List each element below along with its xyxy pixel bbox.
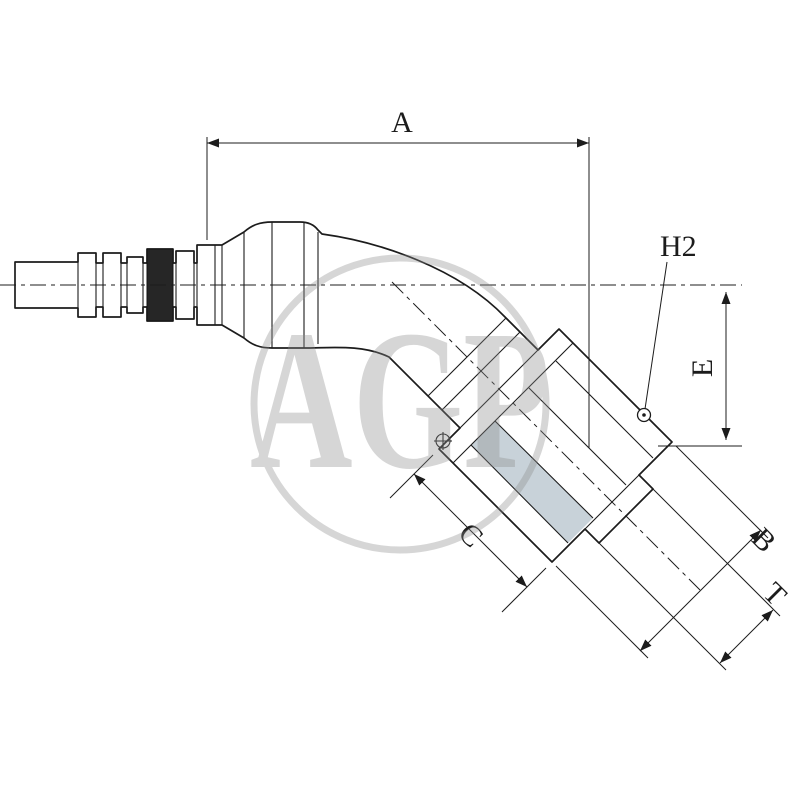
dim-b-extension-1 — [675, 445, 769, 539]
dim-c-line — [413, 473, 528, 588]
dim-t-label: T — [757, 576, 793, 612]
watermark-circle — [250, 254, 550, 554]
dimension-a: A — [206, 106, 590, 448]
h2-label: H2 — [660, 230, 697, 263]
dimension-b: B — [555, 445, 782, 659]
dim-b-line — [639, 529, 762, 652]
dim-c-extension-1 — [389, 454, 434, 499]
dim-t-extension-2 — [598, 542, 727, 671]
dimension-t: T — [598, 488, 793, 671]
dimension-h2: H2 — [644, 230, 697, 410]
dim-c-extension-2 — [501, 567, 547, 613]
watermark: AGP — [250, 254, 550, 554]
h2-leader-line — [644, 261, 668, 410]
dim-t-line — [719, 609, 774, 664]
h2-hole — [636, 407, 652, 423]
watermark-text: AGP — [250, 290, 550, 511]
center-punch-mark — [434, 432, 452, 450]
dim-e-label: E — [686, 359, 719, 377]
dimension-e: E — [658, 292, 742, 447]
dim-t-extension-1 — [652, 488, 781, 617]
nut-lower-flat-shade — [471, 421, 593, 543]
dim-b-label: B — [745, 522, 782, 559]
dim-b-extension-2 — [555, 565, 649, 659]
dim-a-label: A — [391, 106, 413, 139]
